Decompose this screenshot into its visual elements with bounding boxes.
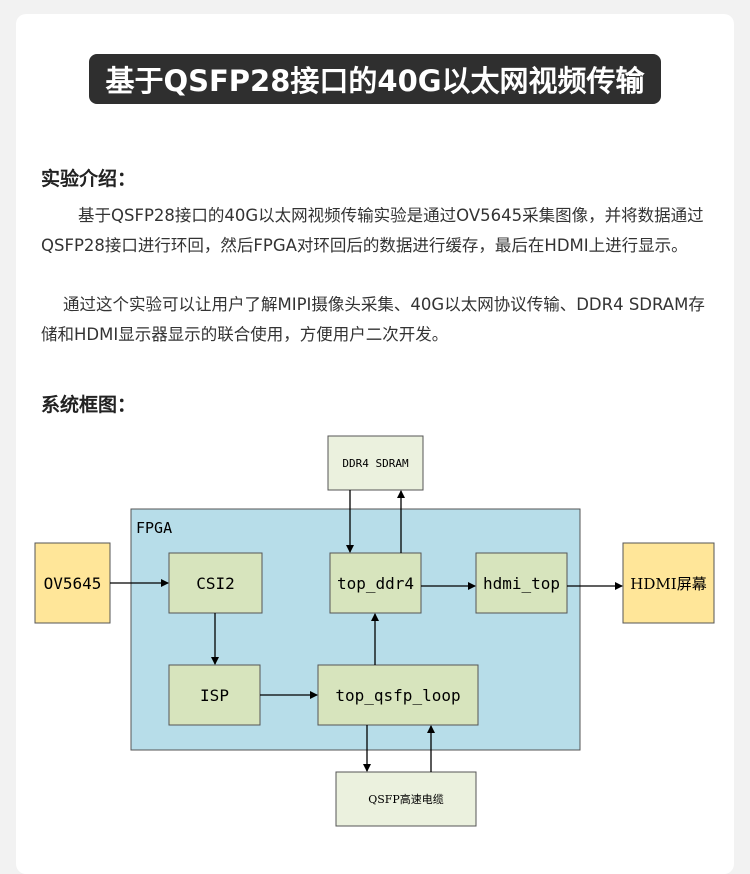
qsfp-cable-box xyxy=(335,771,477,827)
isp-label: ISP xyxy=(200,686,229,705)
hdmi-screen-label: HDMI屏幕 xyxy=(630,575,706,593)
hdmi-screen-box xyxy=(622,542,715,624)
ddr4-sdram-box xyxy=(327,435,424,491)
top-qsfp-loop-box xyxy=(317,664,479,726)
ddr4-sdram-label: DDR4 SDRAM xyxy=(342,457,409,470)
ov5645-label: OV5645 xyxy=(44,574,102,593)
intro-heading: 实验介绍： xyxy=(41,168,137,190)
system-block-diagram: FPGA DDR4 SDRAM OV5645 CSI2 top_ddr4 hdm… xyxy=(34,435,715,827)
isp-box xyxy=(168,664,261,726)
page-title: 基于QSFP28接口的40G以太网视频传输 xyxy=(89,54,661,104)
hdmi-top-label: hdmi_top xyxy=(483,574,560,593)
diagram-heading: 系统框图： xyxy=(41,394,137,416)
top-ddr4-box xyxy=(329,552,422,614)
fpga-label: FPGA xyxy=(136,519,172,537)
csi2-label: CSI2 xyxy=(196,574,235,593)
csi2-box xyxy=(168,552,263,614)
top-ddr4-label: top_ddr4 xyxy=(337,574,414,593)
intro-paragraph-2: 通过这个实验可以让用户了解MIPI摄像头采集、40G以太网协议传输、DDR4 S… xyxy=(41,295,705,344)
qsfp-cable-label: QSFP高速电缆 xyxy=(368,792,444,806)
ov5645-box xyxy=(34,542,111,624)
hdmi-top-box xyxy=(475,552,568,614)
top-qsfp-loop-label: top_qsfp_loop xyxy=(335,686,460,705)
intro-paragraph-1: 基于QSFP28接口的40G以太网视频传输实验是通过OV5645采集图像，并将数… xyxy=(41,206,704,255)
